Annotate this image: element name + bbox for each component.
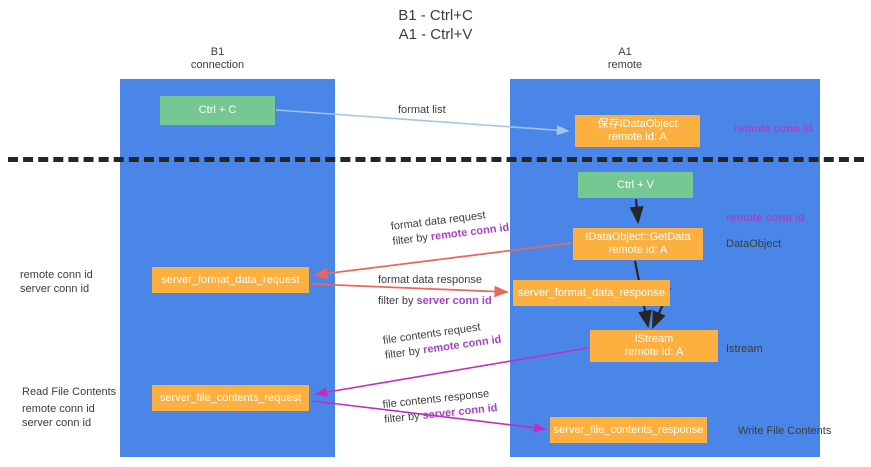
- annotation-read-file-contents: Read File Contents: [22, 386, 117, 398]
- annotation-istream: Istream: [726, 343, 763, 355]
- annotation-remote-conn-id-left-1: remote conn id: [20, 269, 93, 281]
- filter-prefix: filter by: [378, 295, 417, 307]
- edge-label-format-data-response: format data response filter by server co…: [378, 273, 492, 309]
- edge-label-format-list: format list: [398, 104, 446, 116]
- column-header-a1: A1 remote: [607, 46, 643, 71]
- filter-key: server conn id: [416, 295, 492, 307]
- node-server-file-contents-response[interactable]: server_file_contents_response: [550, 417, 707, 443]
- page-title: B1 - Ctrl+C A1 - Ctrl+V: [398, 7, 473, 43]
- column-header-b1: B1 connection: [190, 46, 245, 71]
- annotation-remote-conn-id-top: remote conn id: [734, 123, 813, 135]
- annotation-conn-id-stack-1: remote conn id server conn id: [20, 268, 93, 296]
- filter-prefix: filter by: [384, 344, 425, 362]
- node-server-file-contents-request[interactable]: server_file_contents_request: [152, 385, 309, 411]
- filter-prefix: filter by: [391, 231, 432, 248]
- node-ctrl-v[interactable]: Ctrl + V: [578, 172, 693, 198]
- edge-label-line2: filter by server conn id: [378, 294, 492, 309]
- annotation-conn-id-stack-2: remote conn id server conn id: [22, 402, 95, 430]
- filter-prefix: filter by: [383, 409, 424, 426]
- annotation-server-conn-id-left-1: server conn id: [20, 283, 90, 295]
- node-server-format-data-response[interactable]: server_format_data_response: [513, 280, 670, 306]
- annotation-dataobject: DataObject: [726, 238, 782, 250]
- annotation-remote-conn-id-mid: remote conn id: [726, 212, 805, 224]
- annotation-write-file-contents: Write File Contents: [738, 425, 832, 437]
- node-istream[interactable]: IStream remote id: A: [590, 330, 718, 362]
- edge-label-line1: format data response: [378, 274, 482, 286]
- annotation-remote-conn-id-left-2: remote conn id: [22, 403, 95, 415]
- phase-divider: [8, 157, 864, 162]
- node-ctrl-c[interactable]: Ctrl + C: [160, 96, 275, 125]
- edge-label-file-contents-request: file contents request filter by remote c…: [382, 318, 502, 364]
- annotation-server-conn-id-left-2: server conn id: [22, 417, 92, 429]
- node-server-format-data-request[interactable]: server_format_data_request: [152, 267, 309, 293]
- node-save-idataobject[interactable]: 保存IDataObject remote id: A: [575, 115, 700, 147]
- node-idataobject-getdata[interactable]: IDataObject::GetData remote id: A: [573, 228, 703, 260]
- edge-label-file-contents-response: file contents response filter by server …: [382, 386, 498, 428]
- edge-label-format-data-request: format data request filter by remote con…: [390, 206, 510, 250]
